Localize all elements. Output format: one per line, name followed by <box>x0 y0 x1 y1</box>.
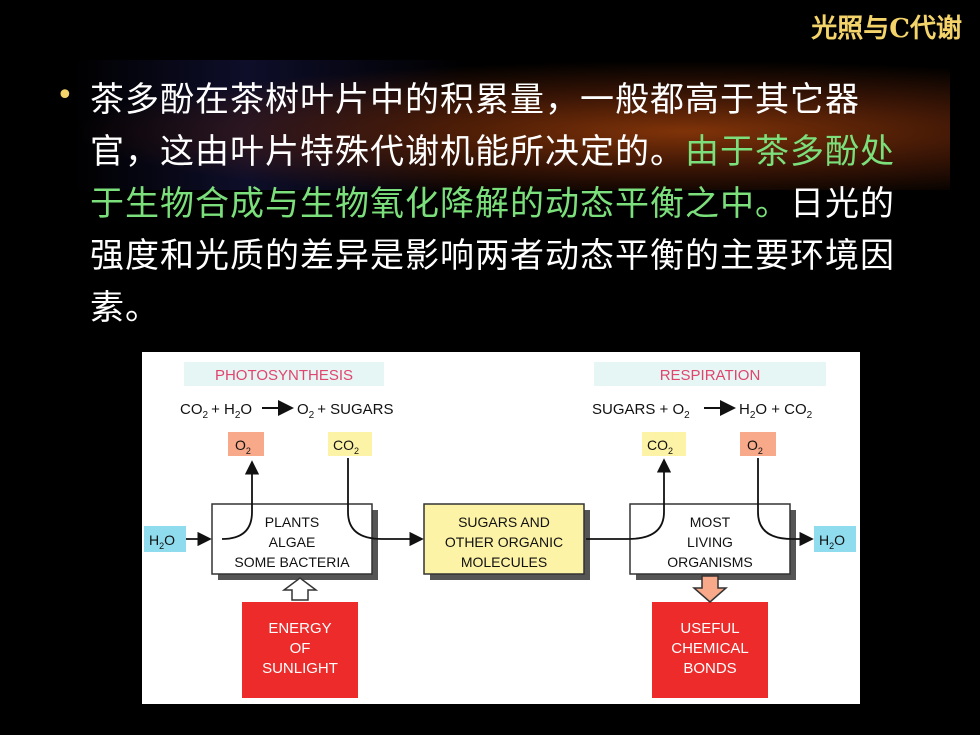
svg-text:MOST: MOST <box>690 514 731 530</box>
svg-text:CO2: CO2 <box>333 437 359 456</box>
svg-text:CHEMICAL: CHEMICAL <box>671 640 749 657</box>
energy-sunlight-box: ENERGY OF SUNLIGHT <box>242 602 358 698</box>
h2o-box-right: H2O <box>814 526 856 552</box>
svg-text:ORGANISMS: ORGANISMS <box>667 554 753 570</box>
svg-text:O2: O2 <box>747 437 763 456</box>
co2-box-right: CO2 <box>642 432 686 456</box>
svg-text:USEFUL: USEFUL <box>680 620 739 637</box>
sugars-box: SUGARS AND OTHER ORGANIC MOLECULES <box>423 503 590 580</box>
svg-text:O2+ SUGARS: O2+ SUGARS <box>297 401 394 421</box>
svg-text:SUGARS AND: SUGARS AND <box>458 514 550 530</box>
carbon-cycle-diagram: PHOTOSYNTHESIS RESPIRATION CO2+ H2O O2+ … <box>144 362 856 698</box>
photosynthesis-label-bg <box>184 362 384 386</box>
o2-box-right: O2 <box>740 432 776 456</box>
svg-text:H2O + CO2: H2O + CO2 <box>739 401 813 421</box>
respiration-label-bg <box>594 362 826 386</box>
slide-title: 光照与C代谢 <box>811 14 962 44</box>
svg-text:MOLECULES: MOLECULES <box>461 554 547 570</box>
photosynthesis-equation: CO2+ H2O O2+ SUGARS <box>180 400 394 421</box>
carbon-cycle-figure: PHOTOSYNTHESIS RESPIRATION CO2+ H2O O2+ … <box>142 352 860 704</box>
energy-up-arrow <box>281 577 319 601</box>
svg-text:SUGARS + O2: SUGARS + O2 <box>592 401 690 421</box>
organisms-box: MOST LIVING ORGANISMS <box>629 503 796 580</box>
svg-text:OF: OF <box>290 640 311 657</box>
svg-text:SOME BACTERIA: SOME BACTERIA <box>234 554 350 570</box>
svg-text:CO2: CO2 <box>647 437 673 456</box>
respiration-label: RESPIRATION <box>660 367 761 384</box>
svg-text:OTHER ORGANIC: OTHER ORGANIC <box>445 534 563 550</box>
paragraph-text-white: 茶多酚在茶树叶片中的积累量，一般都高于其它器官，这由叶片特殊代谢机能所决定的。 <box>90 80 860 172</box>
svg-text:SUNLIGHT: SUNLIGHT <box>262 660 338 677</box>
respiration-equation: SUGARS + O2 H2O + CO2 <box>592 400 813 421</box>
bullet-icon: • <box>56 78 74 113</box>
svg-text:BONDS: BONDS <box>683 660 736 677</box>
body-paragraph: 茶多酚在茶树叶片中的积累量，一般都高于其它器官，这由叶片特殊代谢机能所决定的。由… <box>90 74 920 334</box>
plants-box: PLANTS ALGAE SOME BACTERIA <box>211 503 378 580</box>
chemical-bonds-box: USEFUL CHEMICAL BONDS <box>652 602 768 698</box>
svg-text:H2O: H2O <box>149 532 175 551</box>
o2-box-left: O2 <box>228 432 264 456</box>
flow-arrows <box>186 458 814 547</box>
svg-text:O2: O2 <box>235 437 251 456</box>
svg-text:PLANTS: PLANTS <box>265 514 319 530</box>
svg-text:ENERGY: ENERGY <box>268 620 331 637</box>
bonds-down-arrow <box>692 575 728 603</box>
photosynthesis-label: PHOTOSYNTHESIS <box>215 367 353 384</box>
co2-box-left: CO2 <box>328 432 372 456</box>
svg-text:ALGAE: ALGAE <box>269 534 316 550</box>
svg-text:LIVING: LIVING <box>687 534 733 550</box>
svg-text:H2O: H2O <box>819 532 845 551</box>
background-glow <box>70 60 950 190</box>
paragraph-text-green: 由于茶多酚处于生物合成与生物氧化降解的动态平衡之中。 <box>90 132 895 224</box>
h2o-box-left: H2O <box>144 526 186 552</box>
paragraph-text-white-2: 日光的强度和光质的差异是影响两者动态平衡的主要环境因素。 <box>90 184 895 328</box>
svg-text:CO2+ H2O: CO2+ H2O <box>180 401 252 421</box>
